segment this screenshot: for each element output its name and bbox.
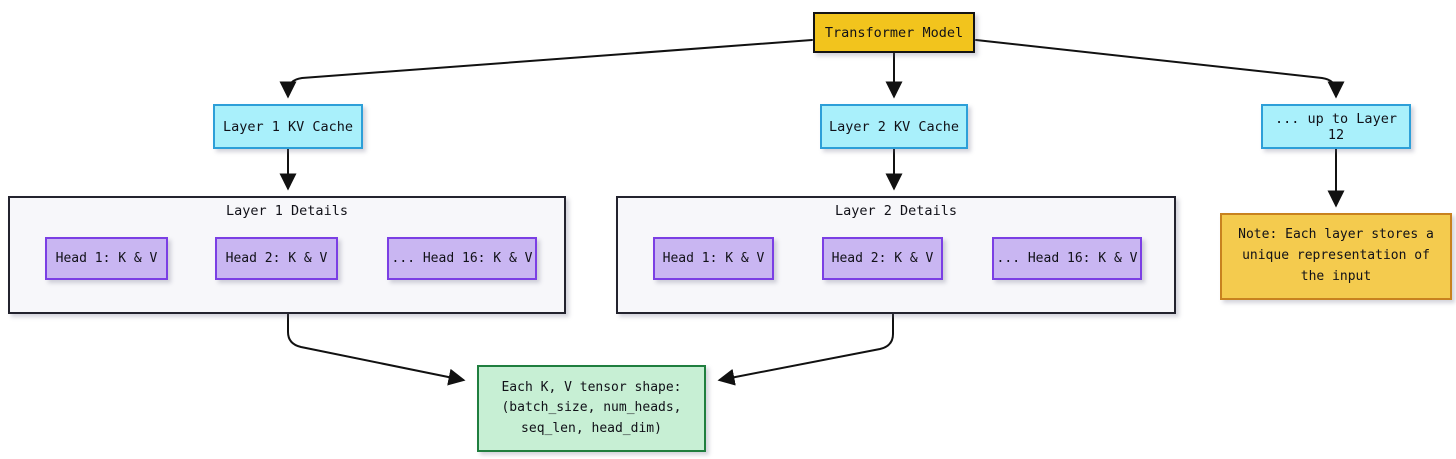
edge-details2-tensor bbox=[717, 313, 894, 386]
node-layer1-head2: Head 2: K & V bbox=[215, 237, 338, 280]
layer2-details-title: Layer 2 Details bbox=[835, 203, 957, 219]
container-layer1-details: Layer 1 Details Head 1: K & V Head 2: K … bbox=[8, 196, 566, 314]
layer1-details-title: Layer 1 Details bbox=[226, 203, 348, 219]
node-layer2-kv-cache: Layer 2 KV Cache bbox=[820, 104, 968, 149]
node-layer2-head1: Head 1: K & V bbox=[653, 237, 774, 280]
tensor-shape-line1: Each K, V tensor shape: bbox=[501, 380, 682, 396]
node-tensor-shape: Each K, V tensor shape: (batch_size, num… bbox=[477, 365, 706, 452]
tensor-shape-line3: seq_len, head_dim) bbox=[521, 420, 662, 436]
edge-root-layer1 bbox=[279, 39, 813, 99]
node-layer2-head16: ... Head 16: K & V bbox=[992, 237, 1142, 280]
edge-details1-tensor bbox=[287, 313, 466, 386]
tensor-shape-line2: (batch_size, num_heads, bbox=[501, 400, 682, 416]
node-up-to-layer-12: ... up to Layer 12 bbox=[1261, 104, 1411, 149]
node-layer1-head16: ... Head 16: K & V bbox=[387, 237, 537, 280]
node-transformer-model: Transformer Model bbox=[813, 12, 975, 53]
node-layer2-head2: Head 2: K & V bbox=[822, 237, 943, 280]
node-layer1-head1: Head 1: K & V bbox=[45, 237, 168, 280]
node-layer1-kv-cache: Layer 1 KV Cache bbox=[213, 104, 363, 149]
node-note: Note: Each layer stores a unique represe… bbox=[1220, 213, 1452, 300]
container-layer2-details: Layer 2 Details Head 1: K & V Head 2: K … bbox=[616, 196, 1176, 314]
edge-root-layer12 bbox=[975, 39, 1345, 99]
